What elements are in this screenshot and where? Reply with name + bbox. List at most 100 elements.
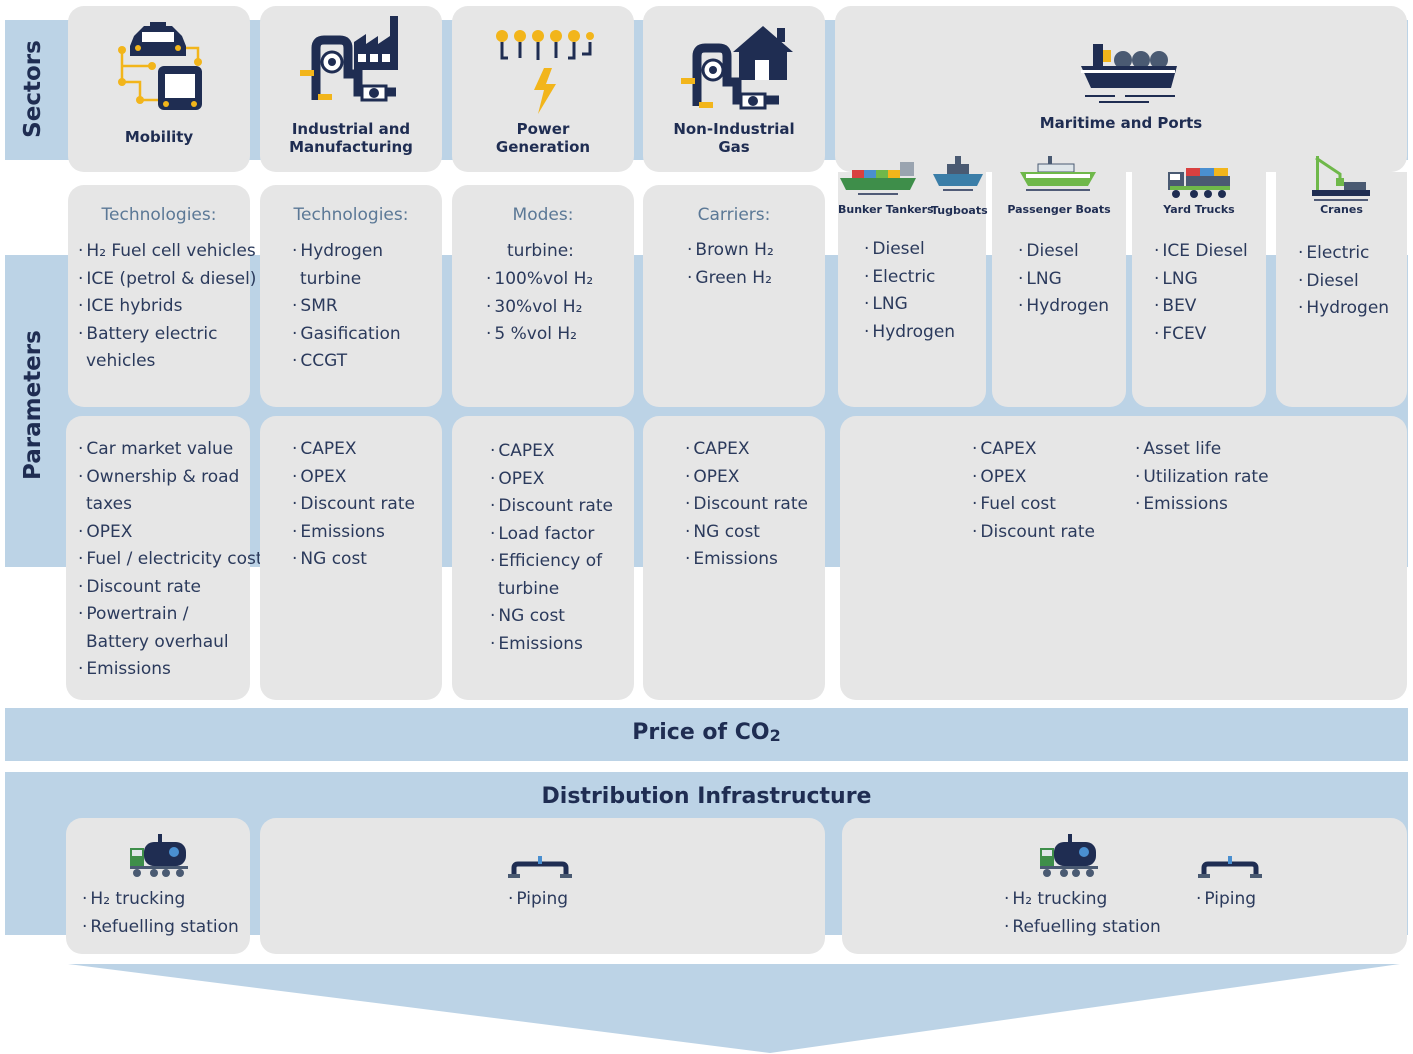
list-item: 5 %vol H₂ [486, 321, 593, 349]
list-item: Gasification [292, 321, 400, 349]
list-item: Emissions [490, 631, 613, 659]
sector-mobility-title: Mobility [124, 128, 194, 146]
sector-power-title: Power Generation [495, 120, 591, 156]
tech-nonindustrial-list: Brown H₂ Green H₂ [687, 237, 774, 293]
list-item: Fuel / electricity cost [78, 546, 262, 574]
tech-yard-list: ICE Diesel LNG BEV FCEV [1154, 238, 1248, 349]
list-item: Brown H₂ [687, 237, 773, 265]
cargo-ship-icon [1081, 44, 1177, 103]
list-item: Emissions [292, 519, 415, 547]
list-item: Ownership & road [78, 464, 263, 492]
industrial-plant-icon [300, 16, 398, 102]
dist-left-card: H₂ trucking Refuelling station [66, 818, 250, 954]
list-item: OPEX [490, 466, 613, 494]
sector-power-card: Power Generation [452, 6, 634, 172]
list-item: FCEV [1154, 321, 1248, 349]
list-item: Electric [1298, 240, 1389, 268]
params-industrial-card: CAPEX OPEX Discount rate Emissions NG co… [260, 416, 442, 700]
list-item: Hydrogen [1018, 293, 1109, 321]
list-item: H₂ trucking [1004, 886, 1161, 914]
list-item: NG cost [490, 603, 613, 631]
tech-mobility-list: H₂ Fuel cell vehicles ICE (petrol & dies… [78, 238, 256, 376]
list-item: Emissions [1135, 491, 1269, 519]
list-item: Discount rate [685, 491, 808, 519]
sector-industrial-card: Industrial and Manufacturing [260, 6, 442, 172]
list-item: Hydrogen [864, 319, 955, 347]
cranes-label: Cranes [1320, 203, 1363, 216]
dist-right-card: H₂ trucking Refuelling station Piping [842, 818, 1407, 954]
dist-right-list: H₂ trucking Refuelling station [1004, 886, 1161, 941]
list-item: taxes [86, 494, 132, 514]
co2-subscript: 2 [769, 726, 781, 745]
list-item: NG cost [685, 519, 808, 547]
list-item: OPEX [78, 519, 263, 547]
list-item: Diesel [1018, 238, 1109, 266]
list-item: Fuel cost [972, 491, 1095, 519]
list-item: BEV [1154, 293, 1248, 321]
tech-power-card: Modes: turbine: 100%vol H₂ 30%vol H₂ 5 %… [452, 185, 634, 407]
params-power-list: CAPEX OPEX Discount rate Load factor Eff… [490, 438, 613, 658]
list-item: OPEX [292, 464, 415, 492]
list-item: Electric [864, 264, 955, 292]
params-mobility-card: Car market value Ownership & road taxes … [66, 416, 263, 700]
list-item: Discount rate [490, 493, 613, 521]
hydrogen-truck-icon [130, 834, 188, 877]
params-industrial-list: CAPEX OPEX Discount rate Emissions NG co… [292, 436, 415, 574]
crane-icon [1312, 156, 1370, 201]
list-item: Asset life [1135, 436, 1269, 464]
list-item: H₂ trucking [82, 886, 239, 914]
list-item: turbine [498, 578, 560, 599]
tech-power-list: 100%vol H₂ 30%vol H₂ 5 %vol H₂ [486, 266, 593, 349]
hydrogen-truck-icon [1040, 834, 1098, 877]
funnel-arrow [68, 964, 1400, 1053]
list-item: Powertrain / [78, 601, 263, 629]
tech-power-title: Modes: [512, 205, 574, 225]
list-item: Discount rate [972, 519, 1095, 547]
list-item: Emissions [78, 656, 263, 684]
list-item: Discount rate [292, 491, 415, 519]
tech-bunker-list: Diesel Electric LNG Hydrogen [864, 236, 955, 346]
bunker-tanker-icon [840, 162, 916, 195]
params-mobility-list: Car market value Ownership & road taxes … [78, 436, 263, 684]
tech-power-intro: turbine: [507, 241, 574, 261]
parameters-label: Parameters [20, 330, 46, 480]
list-item: Battery overhaul [86, 631, 229, 652]
yard-truck-icon [1168, 168, 1230, 198]
list-item: LNG [1018, 266, 1109, 294]
sectors-label: Sectors [20, 40, 46, 138]
list-item: Car market value [78, 436, 263, 464]
list-item: vehicles [86, 351, 156, 371]
non-industrial-gas-icon [681, 26, 793, 110]
list-item: CAPEX [685, 436, 808, 464]
power-generation-icon [496, 30, 594, 114]
list-item: CAPEX [490, 438, 613, 466]
list-item: Emissions [685, 546, 808, 574]
co2-band [5, 708, 1408, 761]
tech-cranes-card: Cranes Electric Diesel Hydrogen [1276, 156, 1407, 407]
list-item: ICE Diesel [1154, 238, 1247, 266]
tugboats-label: Tugboats [931, 204, 988, 217]
tech-nonindustrial-card: Carriers: Brown H₂ Green H₂ [643, 185, 825, 407]
tech-passenger-list: Diesel LNG Hydrogen [1018, 238, 1109, 321]
co2-title-text: Price of CO [632, 720, 770, 745]
list-item: ICE (petrol & diesel) [78, 266, 256, 294]
dist-middle-list: Piping [508, 886, 568, 914]
params-nonindustrial-list: CAPEX OPEX Discount rate NG cost Emissio… [685, 436, 808, 574]
tech-industrial-list: Hydrogen turbine SMR Gasification CCGT [292, 238, 401, 376]
dist-middle-card: Piping [260, 818, 825, 954]
tech-cranes-list: Electric Diesel Hydrogen [1298, 240, 1389, 323]
list-item: CAPEX [292, 436, 415, 464]
tech-passenger-card: Passenger Boats Diesel LNG Hydrogen [992, 156, 1126, 407]
sector-industrial-title: Industrial and Manufacturing [289, 120, 413, 156]
list-item: OPEX [685, 464, 808, 492]
tech-mobility-card: Technologies: H₂ Fuel cell vehicles ICE … [68, 185, 256, 407]
yard-trucks-label: Yard Trucks [1163, 203, 1235, 216]
list-item: Piping [1196, 886, 1256, 914]
co2-title: Price of CO2 [5, 720, 1408, 745]
params-maritime-card: CAPEX OPEX Fuel cost Discount rate Asset… [840, 416, 1407, 700]
list-item: Green H₂ [687, 265, 774, 293]
list-item: Load factor [490, 521, 613, 549]
params-nonindustrial-card: CAPEX OPEX Discount rate NG cost Emissio… [643, 416, 825, 700]
sector-mobility-card: Mobility [68, 6, 250, 172]
co2-row: Price of CO2 [5, 708, 1408, 761]
